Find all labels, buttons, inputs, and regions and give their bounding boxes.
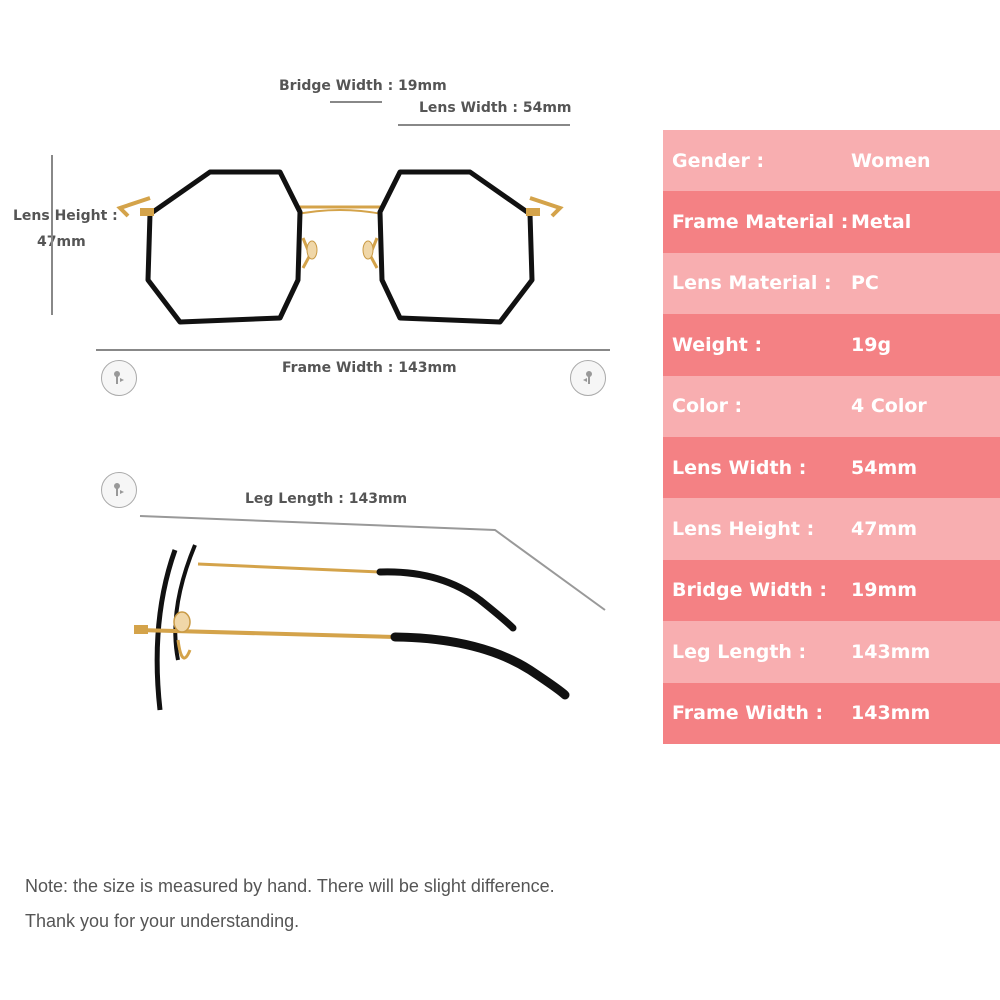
spec-label: Color :	[672, 395, 743, 418]
spec-value: Metal	[851, 211, 912, 234]
spec-value: 143mm	[851, 640, 931, 663]
spec-row-lens-width: Lens Width : 54mm	[663, 436, 1000, 499]
spec-label: Gender :	[672, 149, 765, 172]
spec-row-weight: Weight : 19g	[663, 314, 1000, 376]
spec-row-leg-length: Leg Length : 143mm	[663, 621, 1000, 683]
note-line-2: Thank you for your understanding.	[25, 911, 300, 931]
frame-width-line	[96, 349, 610, 351]
spec-label: Lens Material :	[672, 272, 832, 295]
leg-length-label: Leg Length : 143mm	[245, 491, 408, 507]
spec-label: Frame Material :	[672, 211, 849, 234]
spec-value: PC	[851, 272, 879, 295]
spec-row-lens-material: Lens Material : PC	[663, 252, 1000, 315]
glasses-side-view	[134, 515, 606, 711]
spec-value: Women	[851, 149, 931, 172]
spec-label: Weight :	[672, 333, 763, 356]
spec-row-bridge-width: Bridge Width : 19mm	[663, 559, 1000, 622]
frame-width-label: Frame Width : 143mm	[282, 360, 457, 376]
lens-height-line-top	[51, 155, 53, 315]
screw-icon	[101, 360, 137, 396]
spec-label: Leg Length :	[672, 640, 807, 663]
bridge-width-line	[330, 101, 382, 103]
spec-table: Gender : Women Frame Material : Metal Le…	[663, 130, 1000, 744]
lens-height-label: Lens Height :	[13, 208, 118, 224]
spec-label: Lens Height :	[672, 518, 815, 541]
screw-icon	[101, 472, 137, 508]
spec-label: Bridge Width :	[672, 579, 827, 602]
screw-icon	[570, 360, 606, 396]
spec-value: 19g	[851, 333, 892, 356]
spec-value: 4 Color	[851, 395, 927, 418]
spec-row-frame-width: Frame Width : 143mm	[663, 682, 1000, 744]
note-line-1: Note: the size is measured by hand. Ther…	[25, 876, 555, 896]
lens-width-label: Lens Width : 54mm	[419, 100, 572, 116]
bridge-width-label: Bridge Width : 19mm	[279, 78, 447, 94]
spec-row-gender: Gender : Women	[663, 130, 1000, 192]
spec-value: 19mm	[851, 579, 918, 602]
lens-height-value: 47mm	[37, 234, 86, 250]
spec-row-color: Color : 4 Color	[663, 375, 1000, 437]
spec-value: 54mm	[851, 456, 918, 479]
spec-value: 143mm	[851, 702, 931, 725]
spec-row-frame-material: Frame Material : Metal	[663, 191, 1000, 253]
spec-value: 47mm	[851, 518, 918, 541]
spec-label: Lens Width :	[672, 456, 807, 479]
glasses-front-view	[116, 169, 564, 325]
lens-width-line	[398, 124, 570, 126]
spec-label: Frame Width :	[672, 702, 824, 725]
spec-row-lens-height: Lens Height : 47mm	[663, 498, 1000, 560]
